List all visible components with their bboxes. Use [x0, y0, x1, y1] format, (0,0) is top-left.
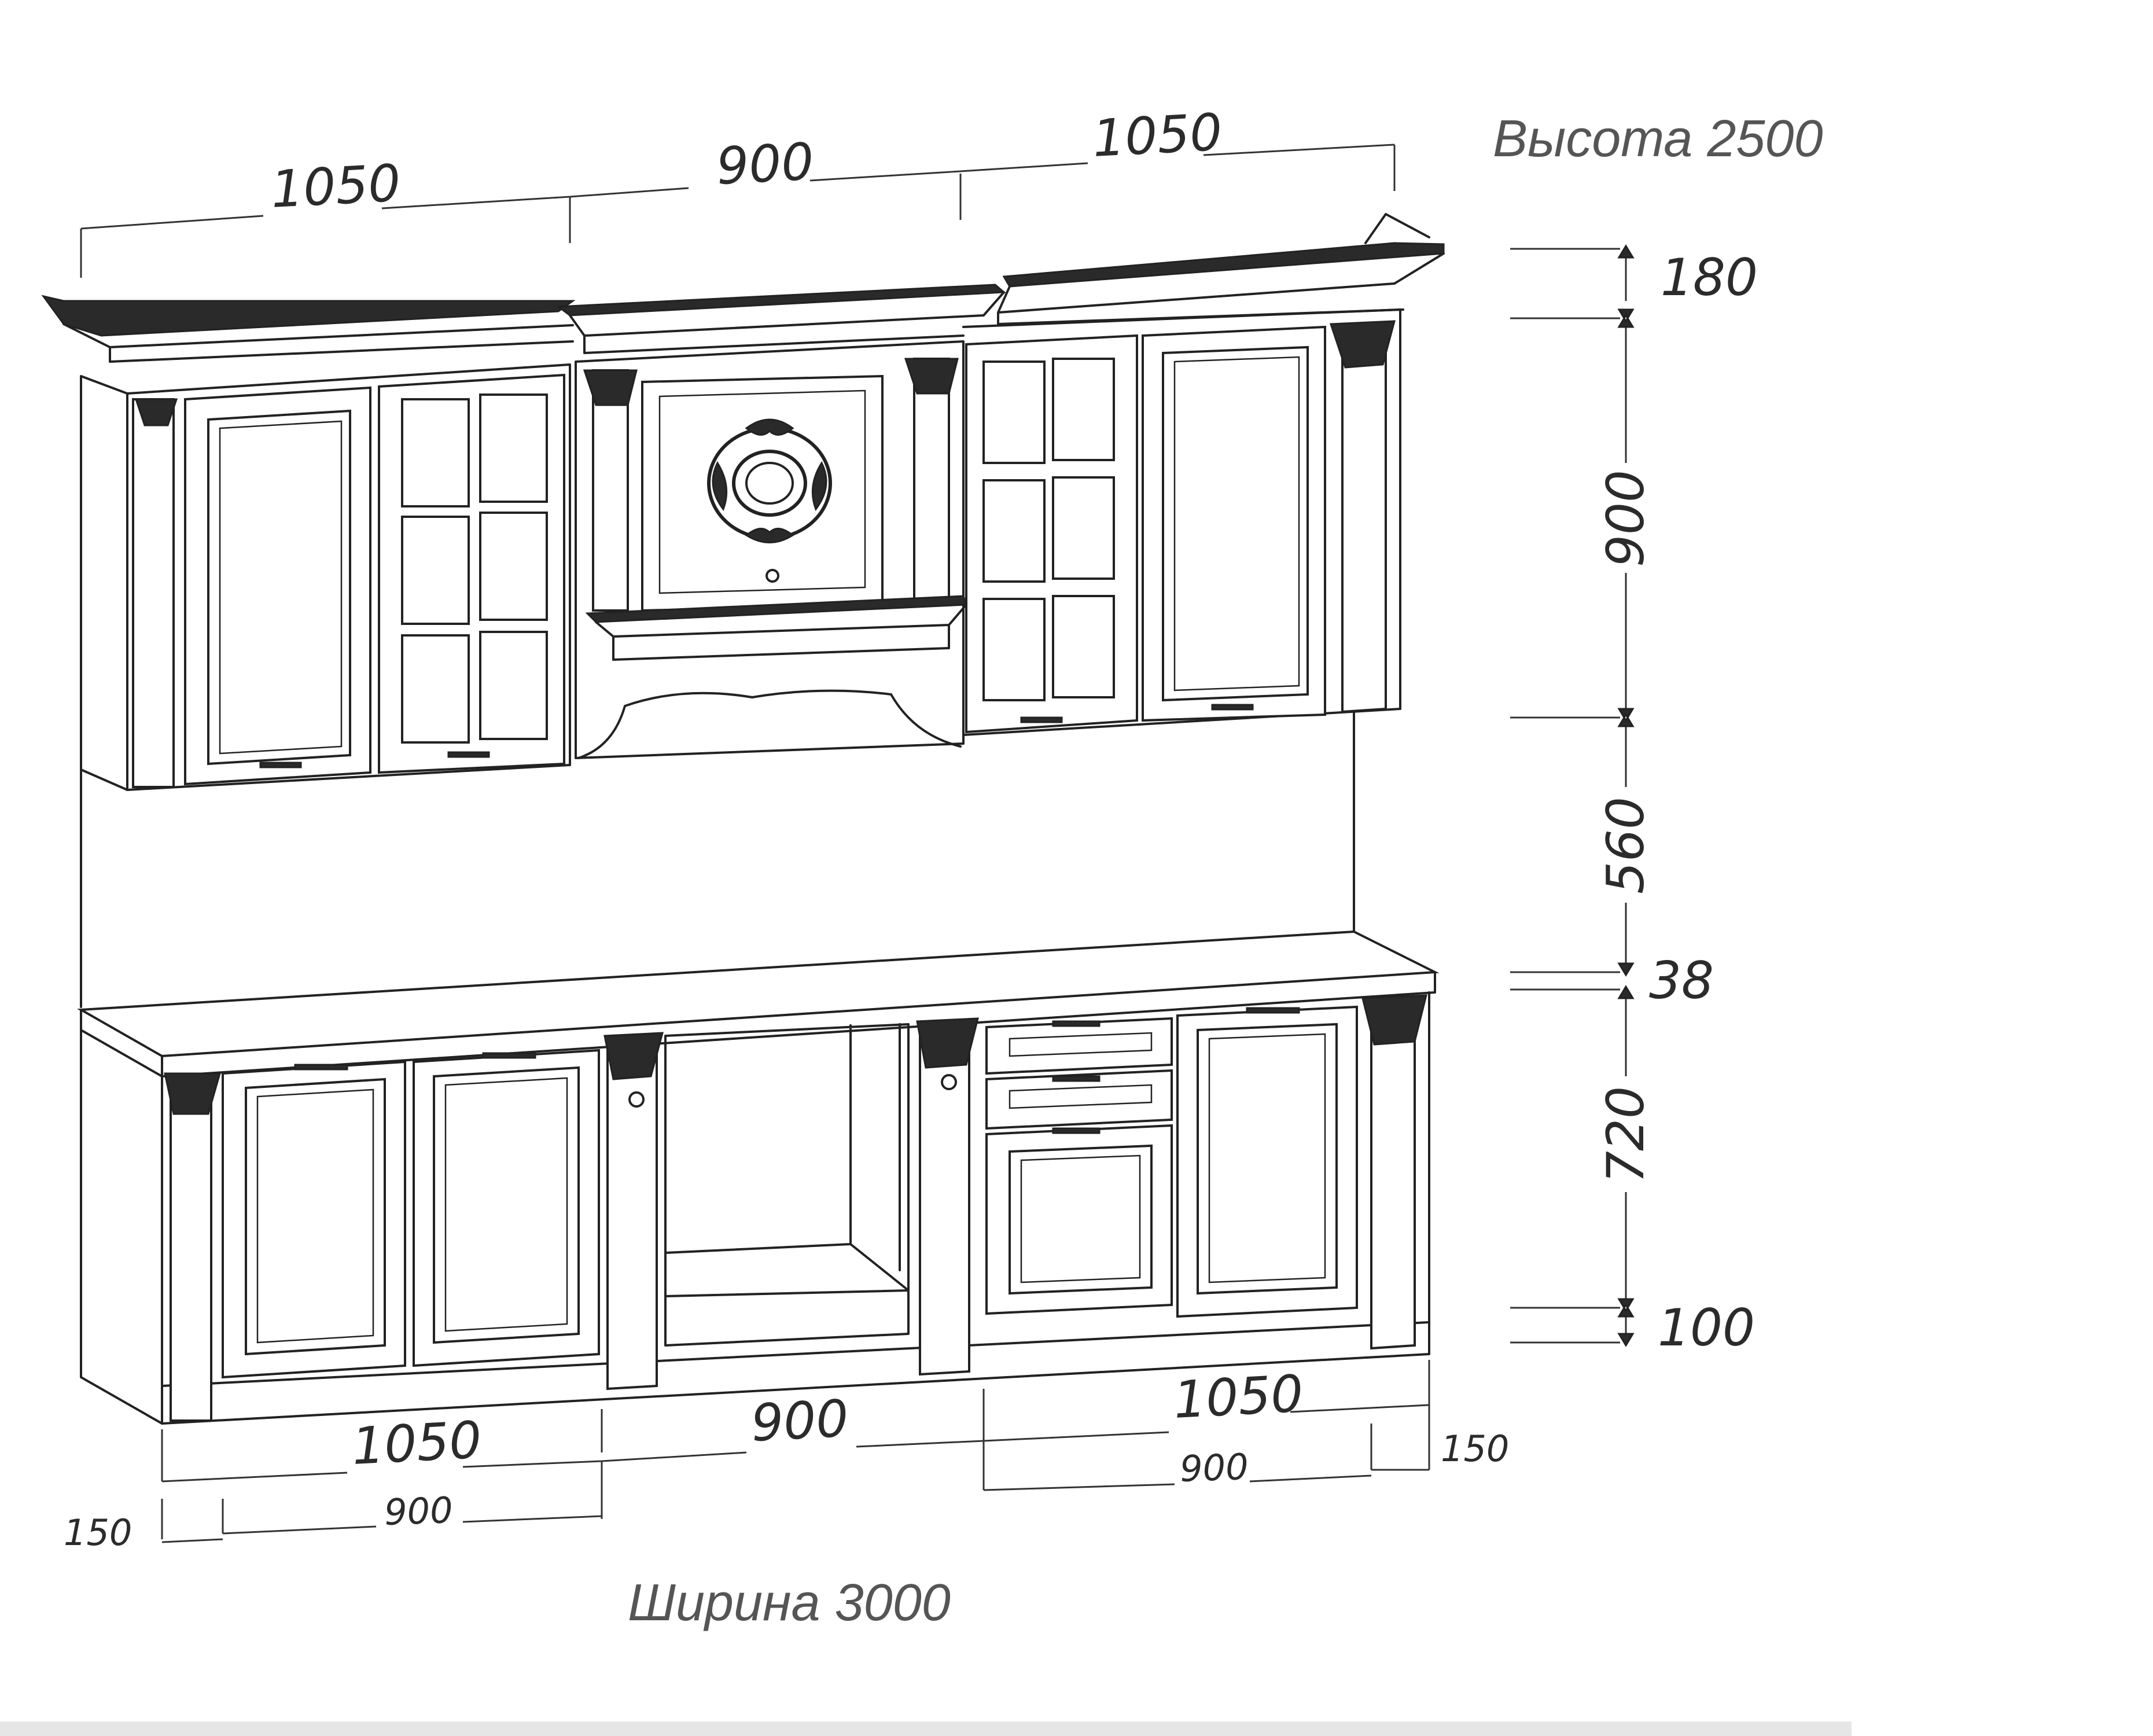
- height-upper: 900: [1596, 470, 1655, 567]
- lower-cabinets: [77, 930, 1440, 1425]
- drawer-2: [985, 1069, 1173, 1130]
- pilaster-left-upper: [132, 398, 175, 788]
- pilaster-left-lower: [170, 1087, 212, 1422]
- oven-niche: [664, 1023, 910, 1347]
- bottom-sub-left-900: 900: [384, 1489, 454, 1533]
- ornament-medallion: [707, 418, 832, 543]
- height-cornice: 180: [1661, 248, 1758, 307]
- height-plinth: 100: [1658, 1298, 1755, 1358]
- top-width-right: 1050: [1091, 102, 1224, 168]
- height-lower: 720: [1596, 1086, 1655, 1183]
- pilaster-middle-right: [913, 358, 950, 603]
- height-backsplash: 560: [1596, 797, 1655, 894]
- dimension-lines: [80, 144, 1635, 1543]
- bottom-width-left: 1050: [351, 1410, 483, 1476]
- pilaster-oven-left: [606, 1037, 658, 1391]
- drawer-1: [985, 1017, 1173, 1075]
- pilaster-right-lower: [1370, 1005, 1416, 1350]
- labels: Высота 2500 Ширина 3000 1050 900 1050 18…: [64, 102, 1823, 1632]
- height-title: Высота 2500: [1493, 110, 1823, 168]
- cornice-right: [1002, 242, 1445, 288]
- bottom-sub-left-150: 150: [64, 1511, 132, 1554]
- top-width-middle: 900: [715, 131, 815, 196]
- bottom-width-middle: 900: [750, 1388, 850, 1453]
- bottom-sub-right-150: 150: [1441, 1428, 1509, 1470]
- pilaster-middle-left: [592, 369, 629, 612]
- pilaster-right-upper: [1341, 328, 1387, 713]
- top-width-left: 1050: [270, 153, 402, 219]
- upper-cabinets: [41, 213, 1445, 791]
- bottom-width-right: 1050: [1172, 1363, 1305, 1430]
- bottom-sub-right-900: 900: [1179, 1446, 1249, 1490]
- cornice-middle: [555, 284, 1006, 317]
- width-title: Ширина 3000: [628, 1574, 951, 1632]
- height-worktop: 38: [1649, 951, 1714, 1010]
